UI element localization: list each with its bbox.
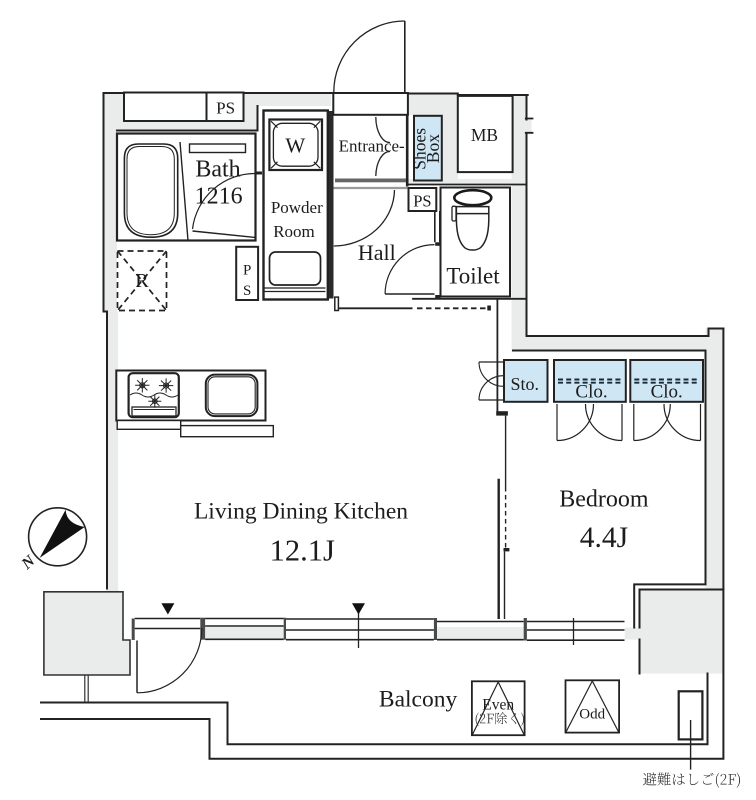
svg-text:MB: MB: [471, 125, 498, 145]
svg-text:Sto.: Sto.: [511, 374, 540, 394]
svg-text:Box: Box: [423, 134, 443, 163]
svg-text:P: P: [243, 263, 251, 279]
svg-text:S: S: [243, 283, 251, 299]
svg-text:Toilet: Toilet: [446, 264, 500, 289]
svg-text:Living Dining Kitchen: Living Dining Kitchen: [194, 499, 408, 525]
svg-text:Shoes: Shoes: [410, 128, 430, 170]
svg-text:Odd: Odd: [579, 707, 605, 723]
svg-text:Bedroom: Bedroom: [559, 487, 649, 513]
svg-text:Entrance-: Entrance-: [339, 137, 405, 156]
svg-text:4.4J: 4.4J: [580, 522, 628, 554]
svg-text:Hall: Hall: [358, 240, 396, 265]
svg-text:1216: 1216: [195, 184, 243, 210]
svg-text:Room: Room: [273, 222, 315, 241]
svg-text:R: R: [135, 270, 149, 292]
svg-text:Clo.: Clo.: [575, 382, 607, 403]
svg-text:Bath: Bath: [195, 157, 240, 183]
svg-text:Clo.: Clo.: [651, 382, 683, 403]
svg-text:Powder: Powder: [271, 198, 323, 217]
svg-text:PS: PS: [413, 192, 431, 211]
svg-text:PS: PS: [216, 99, 235, 118]
svg-text:Even: Even: [482, 697, 514, 714]
svg-text:W: W: [285, 134, 305, 158]
svg-text:12.1J: 12.1J: [270, 534, 335, 568]
svg-text:Balcony: Balcony: [379, 687, 458, 713]
